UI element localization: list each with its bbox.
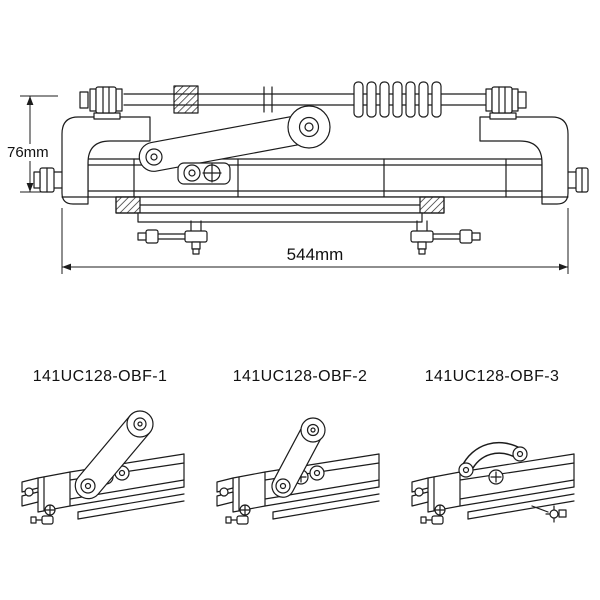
bellows-boot: [353, 81, 442, 118]
arrowhead-down: [26, 183, 34, 192]
variant-1-label: 141UC128-OBF-1: [32, 368, 168, 385]
mounting-rail: [115, 196, 445, 223]
variant-2-thumbnail: [216, 417, 380, 525]
length-dimension-label: 544mm: [278, 245, 352, 265]
arrowhead-right: [559, 263, 568, 271]
arrowhead-left: [62, 263, 71, 271]
left-rod-end: [33, 167, 63, 193]
length-dimension-line: [61, 208, 569, 274]
variant-2-label: 141UC128-OBF-2: [232, 368, 368, 385]
variant-3-bleed-valve: [531, 505, 567, 523]
bolt-plate: [177, 162, 231, 185]
steering-arm: [138, 105, 331, 172]
left-mount-bracket: [61, 86, 151, 205]
variant-1-thumbnail: [21, 410, 185, 525]
variant-3-curved-link: [458, 441, 528, 478]
right-mount-bracket: [479, 86, 569, 205]
height-dimension-label: 76mm: [5, 144, 51, 161]
variant-3-label: 141UC128-OBF-3: [424, 368, 560, 385]
variant-3-thumbnail: [411, 441, 575, 525]
knurled-adjuster: [173, 85, 199, 114]
left-hydraulic-fitting: [137, 220, 208, 255]
right-rod-end: [567, 167, 589, 193]
arrowhead-up: [26, 96, 34, 105]
right-hydraulic-fitting: [410, 220, 481, 255]
main-assembly-drawing: [33, 81, 589, 255]
